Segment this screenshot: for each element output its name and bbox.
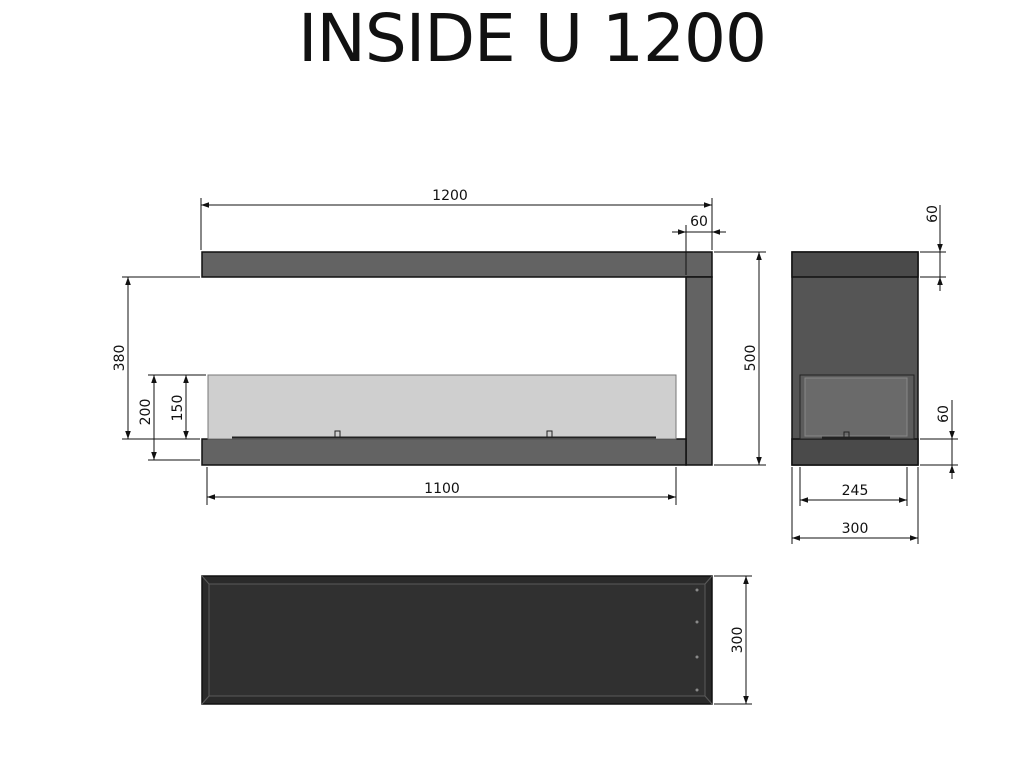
dim-glass-height-label: 150 xyxy=(170,395,186,422)
side-view: 60 60 245 300 xyxy=(791,205,958,544)
dim-glass-height xyxy=(182,374,206,440)
dim-side-outer-width xyxy=(791,467,919,544)
front-view: 1200 60 500 380 200 xyxy=(112,188,766,505)
dim-wall-thickness xyxy=(672,225,726,275)
side-glass xyxy=(804,377,908,437)
dim-side-outer-width-label: 300 xyxy=(842,521,869,537)
dim-top-depth-label: 300 xyxy=(730,627,746,654)
dim-base-length xyxy=(206,467,677,505)
side-bottom-band xyxy=(791,438,919,466)
top-screw xyxy=(695,620,699,624)
top-corner-br xyxy=(704,695,713,705)
dim-overall-width xyxy=(200,198,713,250)
dim-side-bottom-thickness xyxy=(920,400,958,479)
top-screw xyxy=(695,655,699,659)
glass-pane xyxy=(207,374,677,440)
side-top-band xyxy=(791,251,919,278)
dim-side-inner-width-label: 245 xyxy=(842,483,869,499)
side-burner-knob xyxy=(843,431,850,439)
front-side-panel xyxy=(685,276,713,466)
dim-top-depth xyxy=(714,575,752,705)
dim-side-inner-width xyxy=(799,467,908,506)
front-top-panel xyxy=(201,251,713,278)
dim-overall-width-label: 1200 xyxy=(432,188,468,204)
top-screw xyxy=(695,688,699,692)
dim-wall-thickness-label: 60 xyxy=(690,214,708,230)
page-title: INSIDE U 1200 xyxy=(298,0,767,77)
top-screw xyxy=(695,588,699,592)
dim-burner-box-height-label: 200 xyxy=(138,399,154,426)
dim-side-top-thickness xyxy=(920,205,946,291)
dim-height xyxy=(714,251,766,466)
front-base-panel xyxy=(201,438,687,466)
top-corner-tr xyxy=(704,575,713,585)
dim-side-top-thickness-label: 60 xyxy=(925,205,941,223)
dim-side-bottom-thickness-label: 60 xyxy=(936,405,952,423)
burner-knob-right xyxy=(546,430,553,439)
top-corner-bl xyxy=(201,695,210,705)
dim-opening-height-label: 380 xyxy=(112,345,128,372)
dim-opening-height xyxy=(122,276,200,440)
dim-height-label: 500 xyxy=(743,345,759,372)
burner-knob-left xyxy=(334,430,341,439)
dim-base-length-label: 1100 xyxy=(424,481,460,497)
top-view: 300 xyxy=(201,575,752,705)
top-corner-tl xyxy=(201,575,210,585)
top-inner xyxy=(208,583,706,697)
